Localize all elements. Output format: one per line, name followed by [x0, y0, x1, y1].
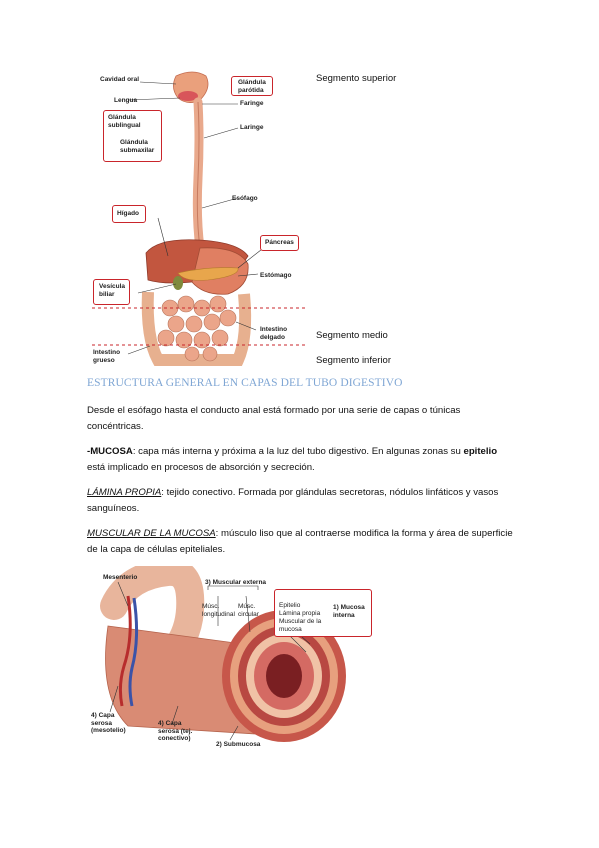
label-muscular-mucosa: Muscular de la mucosa: [279, 618, 322, 633]
label-mesenterio: Mesenterio: [103, 574, 138, 581]
box-vesicula-biliar: [93, 279, 130, 305]
label-higado: Hígado: [117, 210, 140, 217]
box-pancreas: [260, 235, 299, 251]
tube-layers-illustration: [88, 557, 372, 752]
label-pancreas: Páncreas: [265, 239, 294, 246]
segment-superior: Segmento superior: [316, 73, 397, 84]
mucosa-text-b: está implicado en procesos de absorción …: [87, 461, 315, 473]
label-glandula-submaxilar: Glándula submaxilar: [120, 139, 155, 154]
paragraph-mucosa: -MUCOSA: capa más interna y próxima a la…: [87, 444, 517, 475]
label-musc-longitudinal: Músc. longitudinal: [202, 603, 235, 618]
label-intestino-grueso: Intestino grueso: [93, 349, 121, 364]
lamina-text: : tejido conectivo. Formada por glándula…: [87, 487, 499, 514]
label-muscular-externa: 3) Muscular externa: [205, 579, 267, 586]
label-serosa-mesotelio: 4) Capa serosa (mesotelio): [91, 712, 126, 734]
segment-inferior: Segmento inferior: [316, 355, 391, 366]
paragraph-intro: Desde el esófago hasta el conducto anal …: [87, 405, 461, 432]
label-laringe: Laringe: [240, 124, 264, 131]
label-mucosa-interna: 1) Mucosa interna: [333, 604, 365, 619]
box-higado: [112, 205, 146, 223]
label-submucosa: 2) Submucosa: [216, 741, 261, 748]
label-serosa-conectivo: 4) Capa serosa (tej. conectivo): [158, 720, 193, 742]
label-glandula-parotida: Glándula parótida: [238, 79, 266, 94]
label-cavidad-oral: Cavidad oral: [100, 76, 140, 83]
label-vesicula-biliar: Vesícula biliar: [99, 283, 126, 298]
box-mucosa-layers: [274, 589, 372, 637]
label-estomago: Estómago: [260, 272, 292, 279]
segment-medio: Segmento medio: [316, 330, 388, 341]
term-lamina-propia: LÁMINA PROPIA: [87, 487, 162, 498]
paragraph-muscular-mucosa: MUSCULAR DE LA MUCOSA: músculo liso que …: [87, 526, 517, 557]
label-musc-circular: Músc. circular: [238, 603, 259, 618]
label-epitelio: Epitelio: [279, 602, 301, 609]
muscular-text: : músculo liso que al contraerse modific…: [87, 528, 513, 555]
digestive-system-figure: [88, 68, 308, 368]
label-glandula-sublingual: Glándula sublingual: [108, 114, 141, 129]
box-glandula-parotida: [231, 76, 273, 96]
label-esofago: Esófago: [232, 195, 258, 202]
label-lengua: Lengua: [114, 97, 138, 104]
digestive-system-illustration: [92, 71, 306, 366]
section-heading: ESTRUCTURA GENERAL EN CAPAS DEL TUBO DIG…: [87, 377, 403, 389]
mucosa-text-a: : capa más interna y próxima a la luz de…: [132, 446, 464, 457]
box-glandula-sublingual: [103, 110, 162, 162]
term-mucosa: -MUCOSA: [87, 446, 133, 457]
paragraph-lamina-propia: LÁMINA PROPIA: tejido conectivo. Formada…: [87, 485, 517, 516]
label-lamina-propia: Lámina propia: [279, 610, 321, 617]
term-muscular-mucosa: MUSCULAR DE LA MUCOSA: [87, 528, 216, 539]
term-epitelio: epitelio: [463, 446, 498, 457]
label-faringe: Faringe: [240, 100, 264, 107]
label-intestino-delgado: Intestino delgado: [260, 326, 288, 341]
tube-layers-figure: [88, 557, 372, 752]
